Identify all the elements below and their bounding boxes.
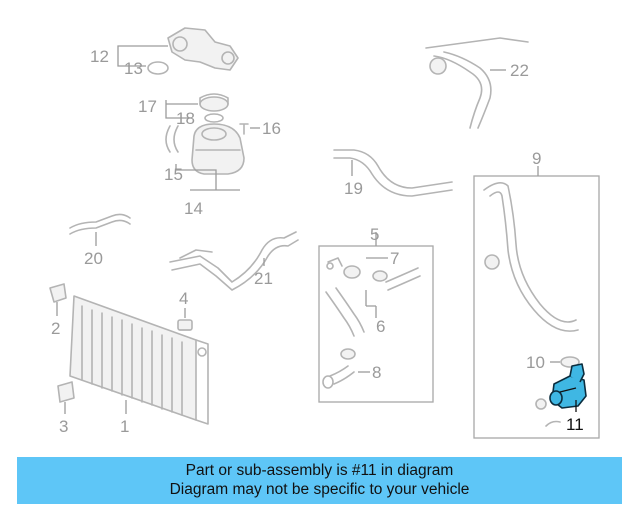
callout-4: 4 xyxy=(179,289,188,308)
callout-11: 11 xyxy=(566,415,584,434)
part-1-radiator xyxy=(69,295,209,425)
info-banner: Part or sub-assembly is #11 in diagram D… xyxy=(17,457,622,504)
part-16-bolt xyxy=(239,123,249,135)
callout-21: 21 xyxy=(254,269,273,288)
part-3-lower-mount xyxy=(57,381,75,403)
banner-line-2: Diagram may not be specific to your vehi… xyxy=(169,481,470,498)
callout-22: 22 xyxy=(510,61,529,80)
parts-diagram: 12 13 17 18 16 15 14 22 19 xyxy=(49,27,600,439)
callout-1: 1 xyxy=(120,417,129,436)
part-15-reservoir-hose xyxy=(165,125,179,153)
part-11-clip xyxy=(545,420,561,427)
callout-8: 8 xyxy=(372,363,381,382)
part-10-hose-clamp xyxy=(560,356,580,368)
callout-17: 17 xyxy=(138,97,157,116)
part-11-coolant-flange-highlighted xyxy=(549,363,587,409)
part-6-hose-clamps xyxy=(325,265,421,337)
callout-16: 16 xyxy=(262,119,281,138)
callout-18: 18 xyxy=(176,109,195,128)
part-20-bypass-pipe xyxy=(69,213,131,235)
callout-5: 5 xyxy=(370,225,379,244)
callout-19: 19 xyxy=(344,179,363,198)
part-17-reservoir-cap xyxy=(199,93,229,112)
part-11-seal xyxy=(535,398,547,410)
banner-line-1: Part or sub-assembly is #11 in diagram xyxy=(185,462,454,479)
part-14-coolant-reservoir xyxy=(191,123,245,175)
part-4-temperature-sensor xyxy=(177,319,193,331)
callout-3: 3 xyxy=(59,417,68,436)
part-8-elbow-hose xyxy=(322,348,356,389)
callout-7: 7 xyxy=(390,249,399,268)
part-21-pipe-assembly xyxy=(169,231,299,291)
callout-2: 2 xyxy=(51,319,60,338)
callout-9: 9 xyxy=(532,149,541,168)
part-19-coolant-pipe xyxy=(333,149,453,197)
part-2-radiator-mount xyxy=(49,283,67,303)
callout-14: 14 xyxy=(184,199,203,218)
part-9-lower-hose xyxy=(483,182,579,332)
part-18-cap-seal xyxy=(204,113,224,123)
part-22-upper-hose xyxy=(425,37,529,129)
callout-12: 12 xyxy=(90,47,109,66)
group-box-9 xyxy=(473,175,600,439)
callout-13: 13 xyxy=(124,59,143,78)
part-13-gasket xyxy=(147,61,169,75)
callout-15: 15 xyxy=(164,165,183,184)
callout-20: 20 xyxy=(84,249,103,268)
callout-10: 10 xyxy=(526,353,545,372)
part-7-fitting xyxy=(326,257,343,270)
callout-6: 6 xyxy=(376,317,385,336)
part-12-thermostat-housing xyxy=(167,27,239,71)
